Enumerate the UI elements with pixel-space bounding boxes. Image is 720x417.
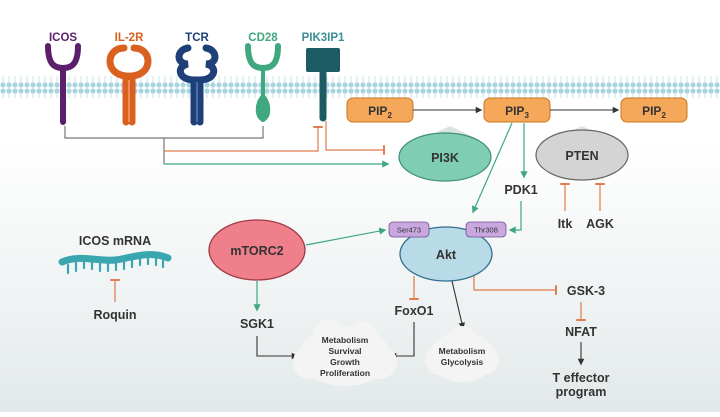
akt-to-glycolysis-arrow <box>451 280 466 330</box>
pi3k-node <box>398 132 492 182</box>
outcome-cloud-survival <box>293 319 397 386</box>
cd28-label: CD28 <box>248 32 278 44</box>
foxo1-to-outcome-arrow <box>389 322 415 360</box>
icos-mrna-strand <box>58 251 172 275</box>
pi3k-label: PI3K <box>431 151 459 165</box>
t-effector-line1: T effector <box>553 371 610 385</box>
mtorc2-label: mTORC2 <box>230 244 283 258</box>
pik3ip1-label: PIK3IP1 <box>302 32 345 44</box>
cd28-receptor <box>245 43 281 122</box>
tcr-receptor <box>175 44 219 126</box>
icos-label: ICOS <box>49 32 77 44</box>
outcome-metabolism-2: Metabolism <box>439 346 486 356</box>
t-effector-line2: program <box>556 385 607 399</box>
outcome-cloud-glycolysis <box>425 326 499 382</box>
thr308-site <box>465 221 507 238</box>
akt-label: Akt <box>436 248 457 262</box>
icos-receptor <box>45 43 81 125</box>
il2r-label: IL-2R <box>115 32 144 44</box>
ser473-site <box>388 221 430 238</box>
pdk1-label: PDK1 <box>504 183 537 197</box>
pik3ip1-receptor <box>306 48 340 122</box>
akt-inhibits-gsk3 <box>473 276 557 295</box>
pip3-to-akt-arrow <box>472 122 513 214</box>
foxo1-label: FoxO1 <box>395 304 434 318</box>
pip2-left-label: PIP2 <box>368 104 392 120</box>
sgk1-label: SGK1 <box>240 317 274 331</box>
nfat-label: NFAT <box>565 325 597 339</box>
pten-label: PTEN <box>565 149 598 163</box>
ser473-label: Ser473 <box>397 226 421 235</box>
il2r-receptor <box>106 44 152 126</box>
pip2-right-label: PIP2 <box>642 104 666 120</box>
thr308-label: Thr308 <box>474 226 498 235</box>
roquin-label: Roquin <box>93 308 136 322</box>
akt-node <box>399 226 493 282</box>
pdk1-to-thr308-arrow <box>508 201 522 234</box>
pik3ip1-inhibits-receptors <box>164 126 323 152</box>
itk-label: Itk <box>558 217 573 231</box>
tcr-label: TCR <box>185 32 209 44</box>
pten-node <box>535 129 629 181</box>
icos-mrna-label: ICOS mRNA <box>79 234 151 248</box>
pik3ip1-inhibits-pi3k <box>325 121 385 155</box>
mtorc2-to-ser473-arrow <box>305 227 387 246</box>
outcome-growth: Growth <box>330 357 360 367</box>
mtorc2-node <box>208 219 306 281</box>
outcome-glycolysis: Glycolysis <box>441 357 484 367</box>
outcome-proliferation: Proliferation <box>320 368 370 378</box>
gsk3-label: GSK-3 <box>567 284 605 298</box>
sgk1-to-outcome-arrow <box>256 336 299 360</box>
pip3-label: PIP3 <box>505 104 529 120</box>
pip2-right-box <box>620 97 688 123</box>
outcome-survival: Survival <box>328 346 361 356</box>
outcome-metabolism: Metabolism <box>322 335 369 345</box>
cell-membrane <box>0 76 720 98</box>
agk-label: AGK <box>586 217 614 231</box>
